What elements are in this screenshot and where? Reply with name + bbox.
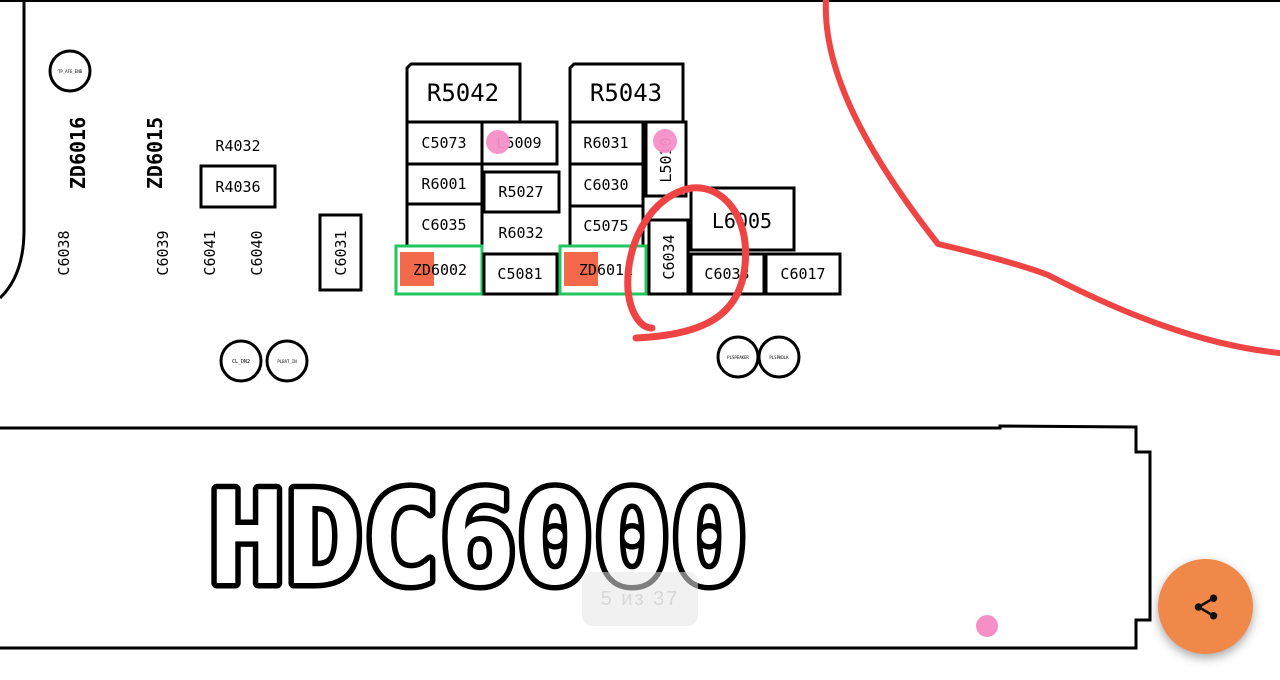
component-R4032[interactable]: R4032: [215, 137, 260, 155]
component-R6001[interactable]: R6001: [405, 162, 484, 206]
svg-text:C6038: C6038: [55, 230, 73, 275]
component-R5027[interactable]: R5027: [482, 170, 561, 214]
share-button[interactable]: [1158, 559, 1253, 654]
component-C6040[interactable]: C6040: [248, 230, 266, 275]
svg-text:C6039: C6039: [154, 230, 172, 275]
component-C5073[interactable]: C5073: [405, 120, 484, 166]
svg-text:R6032: R6032: [498, 224, 543, 242]
testpoint[interactable]: PLBAT_IN: [265, 339, 309, 383]
component-C6041[interactable]: C6041: [201, 230, 219, 275]
svg-text:R4036: R4036: [215, 178, 260, 196]
svg-text:R5027: R5027: [498, 183, 543, 201]
svg-text:C6041: C6041: [201, 230, 219, 275]
pink-marker: [653, 129, 677, 153]
page-indicator: 5 из 37: [582, 572, 698, 626]
component-C6034[interactable]: C6034: [647, 218, 690, 296]
component-C6038[interactable]: C6038: [55, 230, 73, 275]
svg-text:C6030: C6030: [583, 176, 628, 194]
svg-text:C5075: C5075: [583, 217, 628, 235]
component-C6017[interactable]: C6017: [764, 252, 842, 296]
testpoint[interactable]: CL_DN2: [219, 339, 263, 383]
testpoint[interactable]: PLSPEAKER: [716, 335, 760, 379]
svg-text:PLSPKDLK: PLSPKDLK: [769, 355, 789, 360]
svg-text:R4032: R4032: [215, 137, 260, 155]
component-R5043[interactable]: R5043: [568, 62, 685, 124]
svg-text:C6033: C6033: [704, 265, 749, 283]
svg-text:R5043: R5043: [590, 79, 662, 107]
svg-text:R5042: R5042: [427, 79, 499, 107]
component-C6039[interactable]: C6039: [154, 230, 172, 275]
component-ZD6016[interactable]: ZD6016: [66, 117, 90, 189]
svg-text:CL_DN2: CL_DN2: [232, 359, 250, 365]
svg-text:ZD6015: ZD6015: [143, 117, 167, 189]
svg-text:TP_AFE_ENB: TP_AFE_ENB: [58, 69, 83, 74]
svg-text:C6034: C6034: [660, 234, 678, 279]
board-outline-left: [0, 0, 26, 300]
svg-text:ZD6011: ZD6011: [579, 261, 633, 279]
component-L5010[interactable]: L5010: [644, 120, 688, 198]
red-annotation-circle: [624, 184, 750, 342]
svg-text:ZD6016: ZD6016: [66, 117, 90, 189]
svg-text:R6001: R6001: [421, 175, 466, 193]
svg-text:C5081: C5081: [497, 265, 542, 283]
svg-text:C5073: C5073: [421, 134, 466, 152]
component-C5081[interactable]: C5081: [482, 252, 559, 296]
component-ZD6011[interactable]: ZD6011: [558, 244, 648, 296]
svg-text:C6040: C6040: [248, 230, 266, 275]
svg-text:C6031: C6031: [332, 230, 350, 275]
testpoint[interactable]: TP_AFE_ENB: [48, 49, 92, 93]
pink-marker: [486, 130, 510, 154]
svg-text:R6031: R6031: [583, 134, 628, 152]
component-C6035[interactable]: C6035: [405, 202, 484, 248]
svg-text:C6017: C6017: [780, 265, 825, 283]
red-annotation-curve: [822, 0, 1280, 356]
component-C6030[interactable]: C6030: [568, 162, 645, 208]
svg-text:ZD6002: ZD6002: [413, 261, 467, 279]
component-C6031[interactable]: C6031: [318, 213, 363, 292]
component-C6033[interactable]: C6033: [689, 252, 766, 296]
component-R6032[interactable]: R6032: [498, 224, 543, 242]
pink-marker: [976, 615, 998, 637]
testpoint[interactable]: PLSPKDLK: [757, 335, 801, 379]
component-R4036[interactable]: R4036: [199, 164, 277, 209]
component-R6031[interactable]: R6031: [568, 120, 645, 166]
component-R5042[interactable]: R5042: [405, 62, 522, 124]
svg-text:C6035: C6035: [421, 216, 466, 234]
share-icon: [1194, 594, 1217, 619]
component-ZD6015[interactable]: ZD6015: [143, 117, 167, 189]
page-indicator-text: 5 из 37: [600, 587, 680, 610]
svg-text:PLBAT_IN: PLBAT_IN: [277, 359, 297, 364]
connector-outline: [0, 424, 1152, 650]
component-ZD6002[interactable]: ZD6002: [394, 244, 484, 296]
svg-text:PLSPEAKER: PLSPEAKER: [727, 355, 749, 360]
